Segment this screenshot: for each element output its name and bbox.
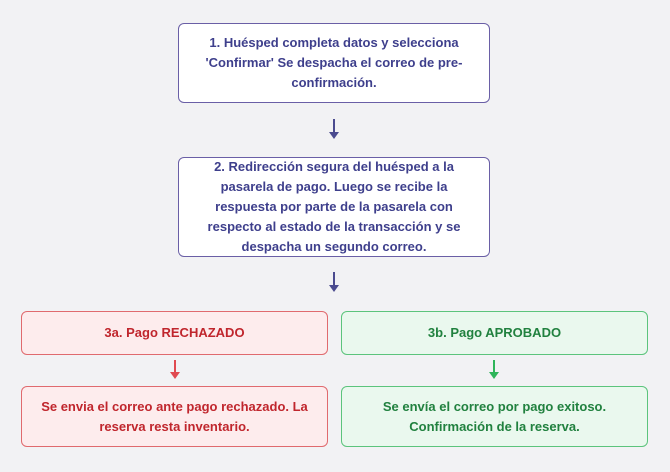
step-3a-rejected-box: 3a. Pago RECHAZADO [21, 311, 328, 355]
step-1-text: 1. Huésped completa datos y selecciona '… [205, 35, 463, 90]
arrow-approved-down [489, 360, 499, 379]
step-3a-text: 3a. Pago RECHAZADO [104, 325, 245, 340]
step-2-text: 2. Redirección segura del huésped a la p… [207, 159, 461, 254]
arrow-step2-to-step3 [329, 272, 339, 292]
arrow-step1-to-step2 [329, 119, 339, 139]
step-4b-approved-email-box: Se envía el correo por pago exitoso. Con… [341, 386, 648, 447]
step-4a-text: Se envia el correo ante pago rechazado. … [41, 398, 308, 434]
step-1-box: 1. Huésped completa datos y selecciona '… [178, 23, 490, 103]
step-3b-approved-box: 3b. Pago APROBADO [341, 311, 648, 355]
step-3b-text: 3b. Pago APROBADO [427, 325, 562, 340]
step-2-box: 2. Redirección segura del huésped a la p… [178, 157, 490, 257]
arrow-rejected-down [170, 360, 180, 379]
step-4b-text: Se envía el correo por pago exitoso. Con… [382, 398, 607, 434]
step-4a-rejected-email-box: Se envia el correo ante pago rechazado. … [21, 386, 328, 447]
